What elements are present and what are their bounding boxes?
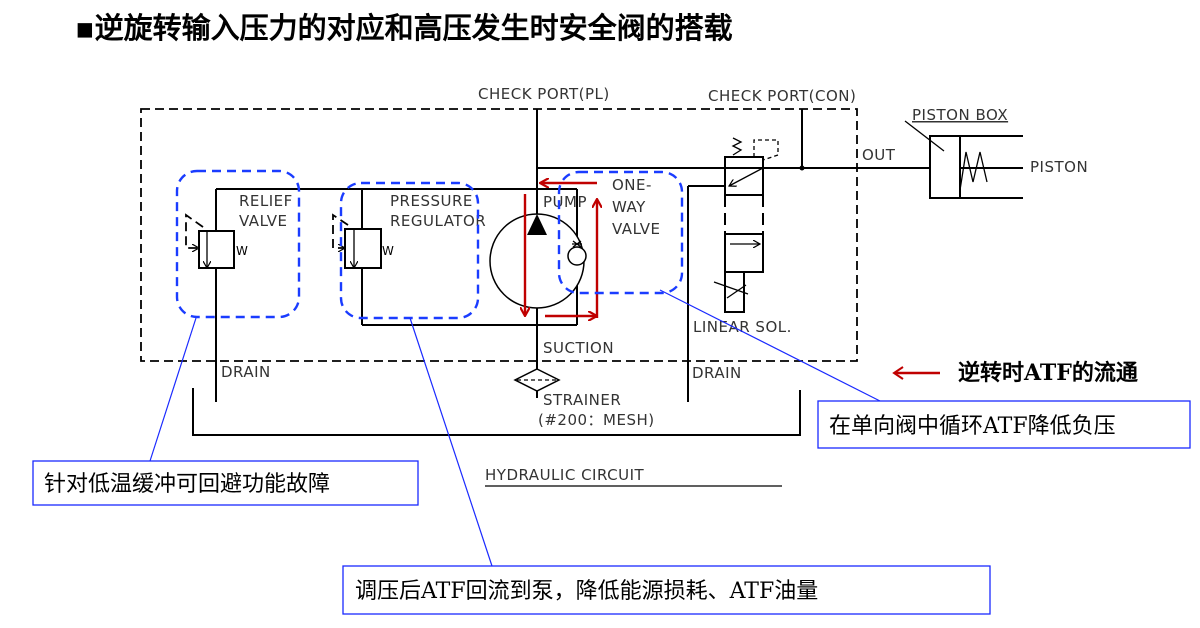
one-way-callout-leader: [659, 289, 881, 402]
control-unit-boundary: [140, 108, 858, 362]
relief-valve-symbol: W: [185, 213, 248, 269]
check-port-pl-label: CHECK PORT(PL): [478, 85, 610, 103]
regulator-callout-text: 调压后ATF回流到泵，降低能源损耗、ATF油量: [355, 579, 818, 604]
reverse-flow-arrows: [525, 183, 597, 318]
legend-arrowhead-icon: [892, 366, 904, 380]
regulator-callout-box: [342, 565, 991, 615]
page-title: ▪逆旋转输入压力的对应和高压发生时安全阀的搭载: [75, 11, 733, 45]
circuit-lines: [192, 109, 930, 436]
linear-solenoid-symbol: [713, 137, 779, 313]
diagram-caption: HYDRAULIC CIRCUIT: [485, 466, 645, 484]
one-way-callout-text: 在单向阀中循环ATF降低负压: [829, 414, 1116, 439]
strainer-mesh-label: (#200：MESH): [538, 411, 655, 429]
svg-text:W: W: [382, 244, 394, 258]
one-way-callout-box: [817, 400, 1191, 449]
strainer-label: STRAINER: [543, 391, 621, 409]
relief-callout-box: [32, 460, 419, 506]
pressure-regulator-symbol: W: [332, 213, 394, 269]
pressure-regulator-label: PRESSURE: [390, 192, 473, 210]
pressure-regulator-highlight: [339, 181, 480, 320]
one-way-valve-label-2: WAY: [612, 198, 646, 216]
piston-box-symbol: [904, 120, 1023, 199]
check-port-con-label: CHECK PORT(CON): [708, 87, 856, 105]
relief-callout-leader: [149, 317, 197, 462]
svg-text:W: W: [236, 244, 248, 258]
one-way-valve-label-3: VALVE: [612, 220, 661, 238]
piston-box-label: PISTON BOX: [912, 106, 1008, 124]
one-way-valve-label: ONE-: [612, 176, 652, 194]
legend-reverse-flow: 逆转时ATF的流通: [958, 360, 1138, 386]
relief-callout-text: 针对低温缓冲可回避功能故障: [44, 472, 330, 497]
linear-sol-label: LINEAR SOL.: [693, 318, 792, 336]
one-way-valve-symbol: [567, 240, 587, 266]
pressure-regulator-label-2: REGULATOR: [390, 212, 486, 230]
pump-label: PUMP: [543, 193, 587, 211]
piston-label: PISTON: [1030, 158, 1088, 176]
out-label: OUT: [862, 146, 896, 164]
one-way-valve-highlight: [557, 170, 684, 295]
drain-label-right: DRAIN: [692, 364, 742, 382]
relief-valve-highlight: [175, 169, 301, 319]
regulator-callout-leader: [409, 317, 493, 567]
strainer-symbol: [513, 368, 561, 392]
pump-symbol: [489, 213, 585, 309]
relief-valve-label-2: VALVE: [239, 212, 288, 230]
suction-label: SUCTION: [543, 339, 614, 357]
relief-valve-label: RELIEF: [239, 192, 293, 210]
drain-label-left: DRAIN: [221, 363, 271, 381]
